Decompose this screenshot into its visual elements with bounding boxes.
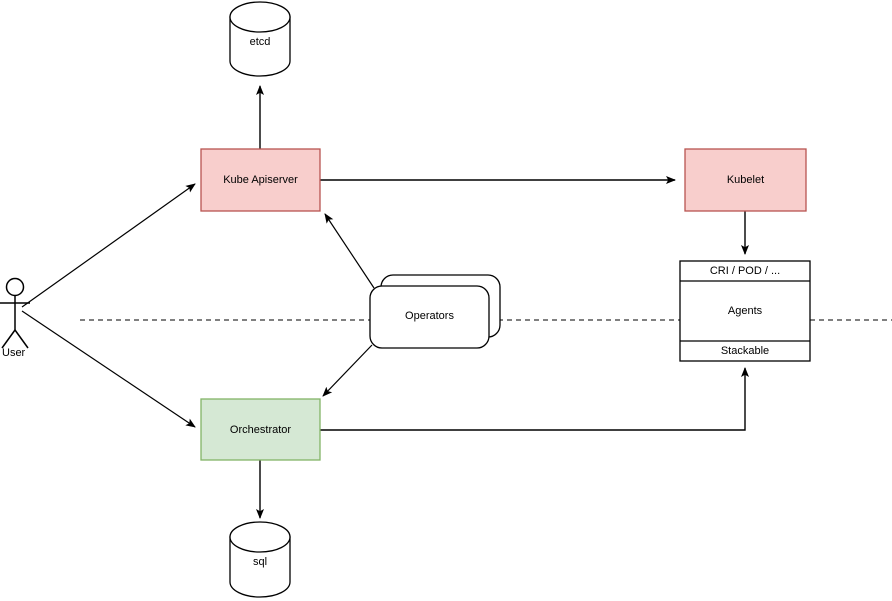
node-sql[interactable]	[229, 521, 291, 598]
node-etcd[interactable]	[229, 1, 291, 77]
node-kubelet[interactable]	[684, 148, 807, 212]
node-operators[interactable]	[369, 274, 501, 349]
node-kube-apiserver[interactable]	[200, 148, 321, 212]
node-agents[interactable]	[679, 260, 811, 362]
edge-user-to-apiserver	[21, 183, 196, 308]
node-orchestrator[interactable]	[200, 398, 321, 461]
node-user-actor[interactable]	[0, 277, 30, 349]
edge-operators-to-orchestrator	[322, 344, 373, 397]
edge-operators-to-apiserver	[324, 213, 375, 289]
edge-orchestrator-to-stackable	[320, 367, 749, 431]
edge-user-to-orchestrator	[21, 310, 196, 428]
